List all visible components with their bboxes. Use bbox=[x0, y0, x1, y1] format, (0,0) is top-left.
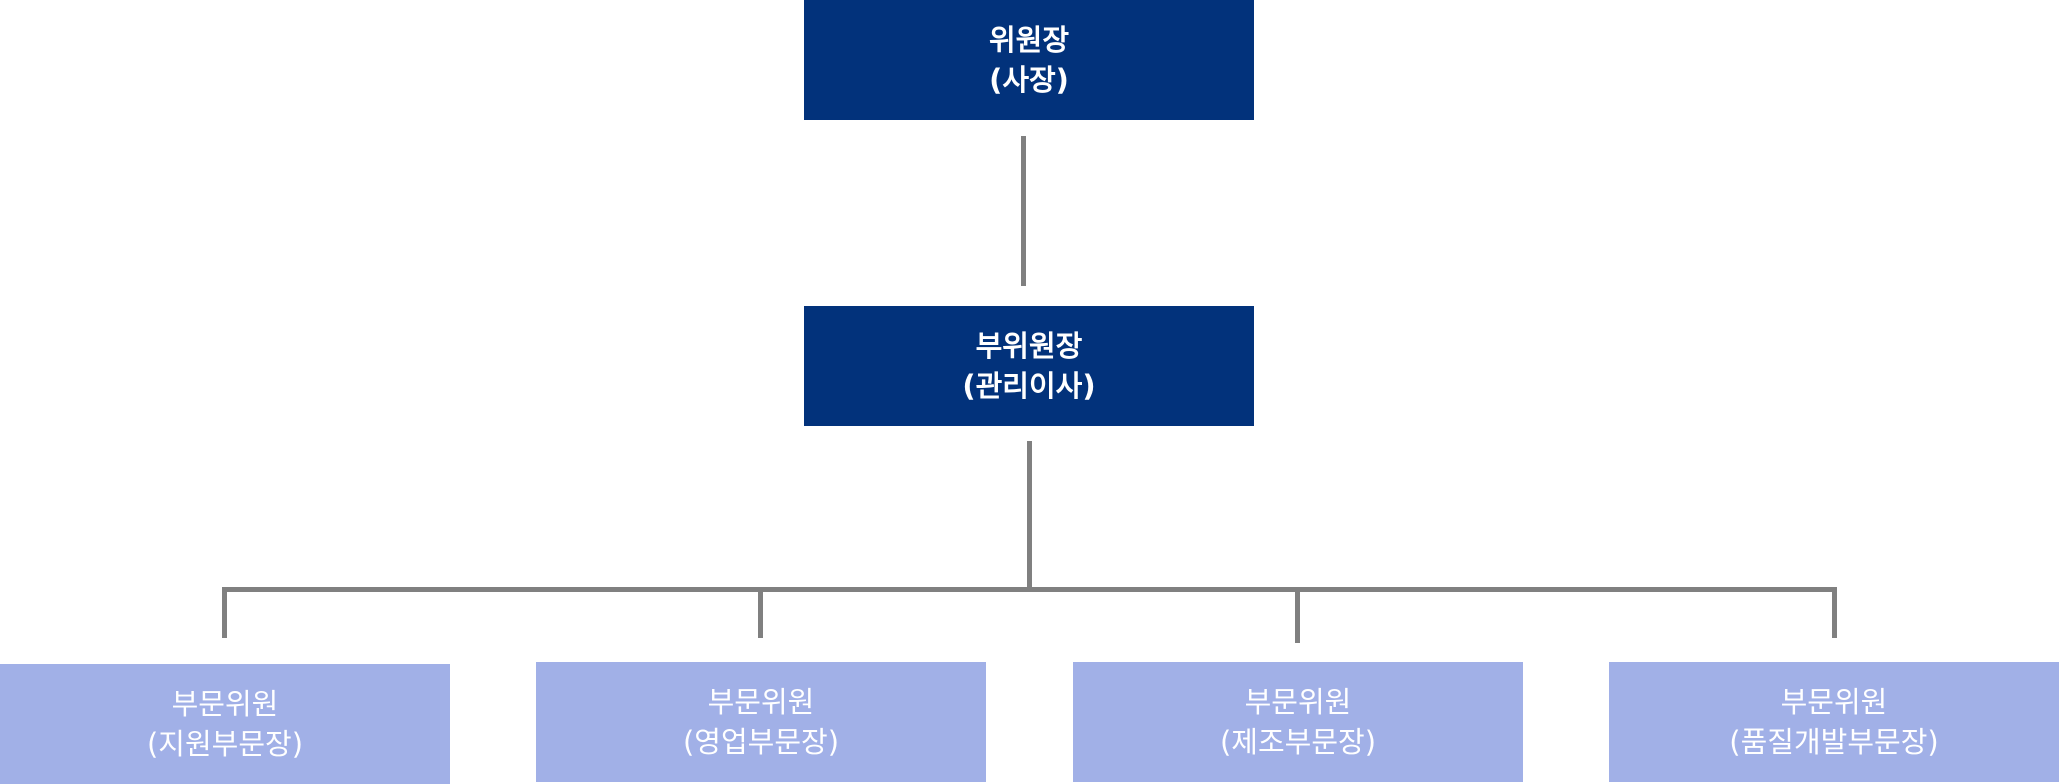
member-title: 부문위원 bbox=[171, 687, 279, 721]
member-title: 부문위원 bbox=[1780, 685, 1888, 719]
member-title: 부문위원 bbox=[1244, 685, 1352, 719]
member-box-sales: 부문위원 (영업부문장) bbox=[536, 662, 986, 782]
member-role: (품질개발부문장) bbox=[1729, 725, 1939, 759]
connector-horizontal bbox=[222, 587, 1837, 592]
chairman-role: (사장) bbox=[989, 63, 1069, 97]
chairman-title: 위원장 bbox=[988, 23, 1070, 57]
connector-chairman-vice bbox=[1021, 136, 1026, 286]
connector-vice-down bbox=[1027, 441, 1032, 590]
member-box-quality: 부문위원 (품질개발부문장) bbox=[1609, 662, 2059, 782]
member-title: 부문위원 bbox=[707, 685, 815, 719]
member-role: (지원부문장) bbox=[146, 727, 304, 761]
connector-member-1 bbox=[222, 587, 227, 638]
member-role: (영업부문장) bbox=[682, 725, 840, 759]
member-box-manufacturing: 부문위원 (제조부문장) bbox=[1073, 662, 1523, 782]
member-box-support: 부문위원 (지원부문장) bbox=[0, 664, 450, 784]
vice-chairman-box: 부위원장 (관리이사) bbox=[804, 306, 1254, 426]
connector-member-2 bbox=[758, 587, 763, 638]
member-role: (제조부문장) bbox=[1219, 725, 1377, 759]
vice-chairman-title: 부위원장 bbox=[975, 329, 1083, 363]
vice-chairman-role: (관리이사) bbox=[962, 369, 1096, 403]
connector-member-3 bbox=[1295, 587, 1300, 643]
connector-member-4 bbox=[1832, 587, 1837, 638]
chairman-box: 위원장 (사장) bbox=[804, 0, 1254, 120]
